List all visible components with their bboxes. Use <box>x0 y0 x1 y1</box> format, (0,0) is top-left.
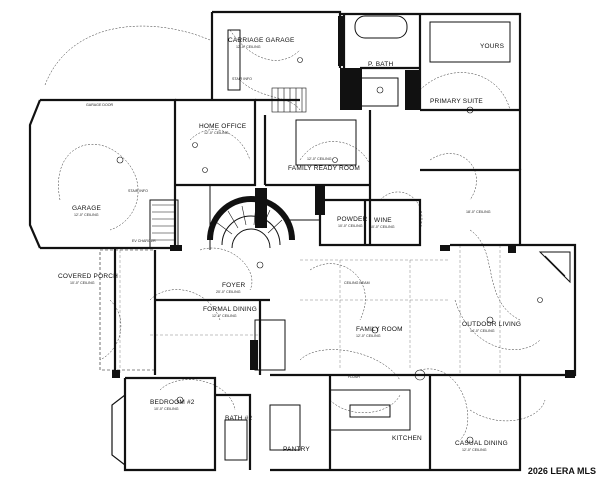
room-label-carriage-garage: CARRIAGE GARAGE <box>228 37 295 44</box>
note-ev-charger: EV CHARGER <box>132 239 156 243</box>
room-label-bedroom-2: BEDROOM #2 <box>150 399 195 406</box>
bedroom-bay-window <box>111 394 126 466</box>
note-ceiling-beam: CEILING BEAM <box>344 281 370 285</box>
room-label-outdoor-living: OUTDOOR LIVING <box>462 321 522 328</box>
carriage-stair <box>271 87 307 113</box>
room-detail-powder: 10'-0" CEILING <box>338 224 363 228</box>
beam-lines <box>119 245 501 375</box>
note-carriage-stair: STAIR INFO <box>232 77 252 81</box>
room-label-yours: YOURS <box>480 43 505 50</box>
spiral-staircase <box>207 196 295 249</box>
room-detail-family-ready-room: 12'-0" CEILING <box>307 157 332 161</box>
room-label-formal-dining: FORMAL DINING <box>203 306 258 313</box>
note-ceiling-height: 18'-0" CEILING <box>466 210 491 214</box>
room-detail-formal-dining: 12'-0" CEILING <box>212 314 237 318</box>
mls-watermark: 2026 LERA MLS <box>527 466 596 476</box>
room-label-casual-dining: CASUAL DINING <box>455 440 508 447</box>
room-label-family-room: FAMILY ROOM <box>356 326 403 333</box>
room-detail-garage: 12'-0" CEILING <box>74 213 99 217</box>
note-garage-stair: STAIR INFO <box>128 189 148 193</box>
walls <box>28 10 577 472</box>
room-label-wine: WINE <box>374 217 392 224</box>
room-detail-carriage-garage: 12'-0" CEILING <box>236 45 261 49</box>
room-label-pantry: PANTRY <box>283 446 310 453</box>
room-detail-outdoor-living: 14'-0" CEILING <box>470 329 495 333</box>
room-detail-foyer: 20'-0" CEILING <box>216 290 241 294</box>
room-detail-family-room: 12'-0" CEILING <box>356 334 381 338</box>
room-label-bath-2: BATH #2 <box>225 415 253 422</box>
room-label-covered-porch: COVERED PORCH <box>58 273 119 280</box>
garage-stair <box>152 204 176 241</box>
room-label-garage: GARAGE <box>72 205 102 212</box>
room-label-home-office: HOME OFFICE <box>199 123 247 130</box>
room-label-family-ready-room: FAMILY READY ROOM <box>288 165 361 172</box>
room-label-foyer: FOYER <box>222 282 246 289</box>
room-label-kitchen: KITCHEN <box>392 435 422 442</box>
room-detail-bedroom-2: 10'-0" CEILING <box>154 407 179 411</box>
covered-porch-outline <box>99 249 156 371</box>
room-detail-covered-porch: 10'-0" CEILING <box>70 281 95 285</box>
room-label-primary-suite: PRIMARY SUITE <box>430 98 483 105</box>
room-detail-wine: 10'-0" CEILING <box>370 225 395 229</box>
outdoor-fireplace <box>538 251 571 284</box>
note-flush: FLUSH <box>348 375 360 379</box>
room-detail-casual-dining: 12'-0" CEILING <box>462 448 487 452</box>
light-fixtures <box>116 57 543 444</box>
note-garage-door: GARAGE DOOR <box>86 103 114 107</box>
inner-partitions <box>149 15 511 461</box>
solid-wall-blocks <box>112 16 575 378</box>
room-label-p-bath: P. BATH <box>368 61 394 68</box>
room-label-powder: POWDER <box>337 216 368 223</box>
room-detail-home-office: 12'-0" CEILING <box>204 131 229 135</box>
